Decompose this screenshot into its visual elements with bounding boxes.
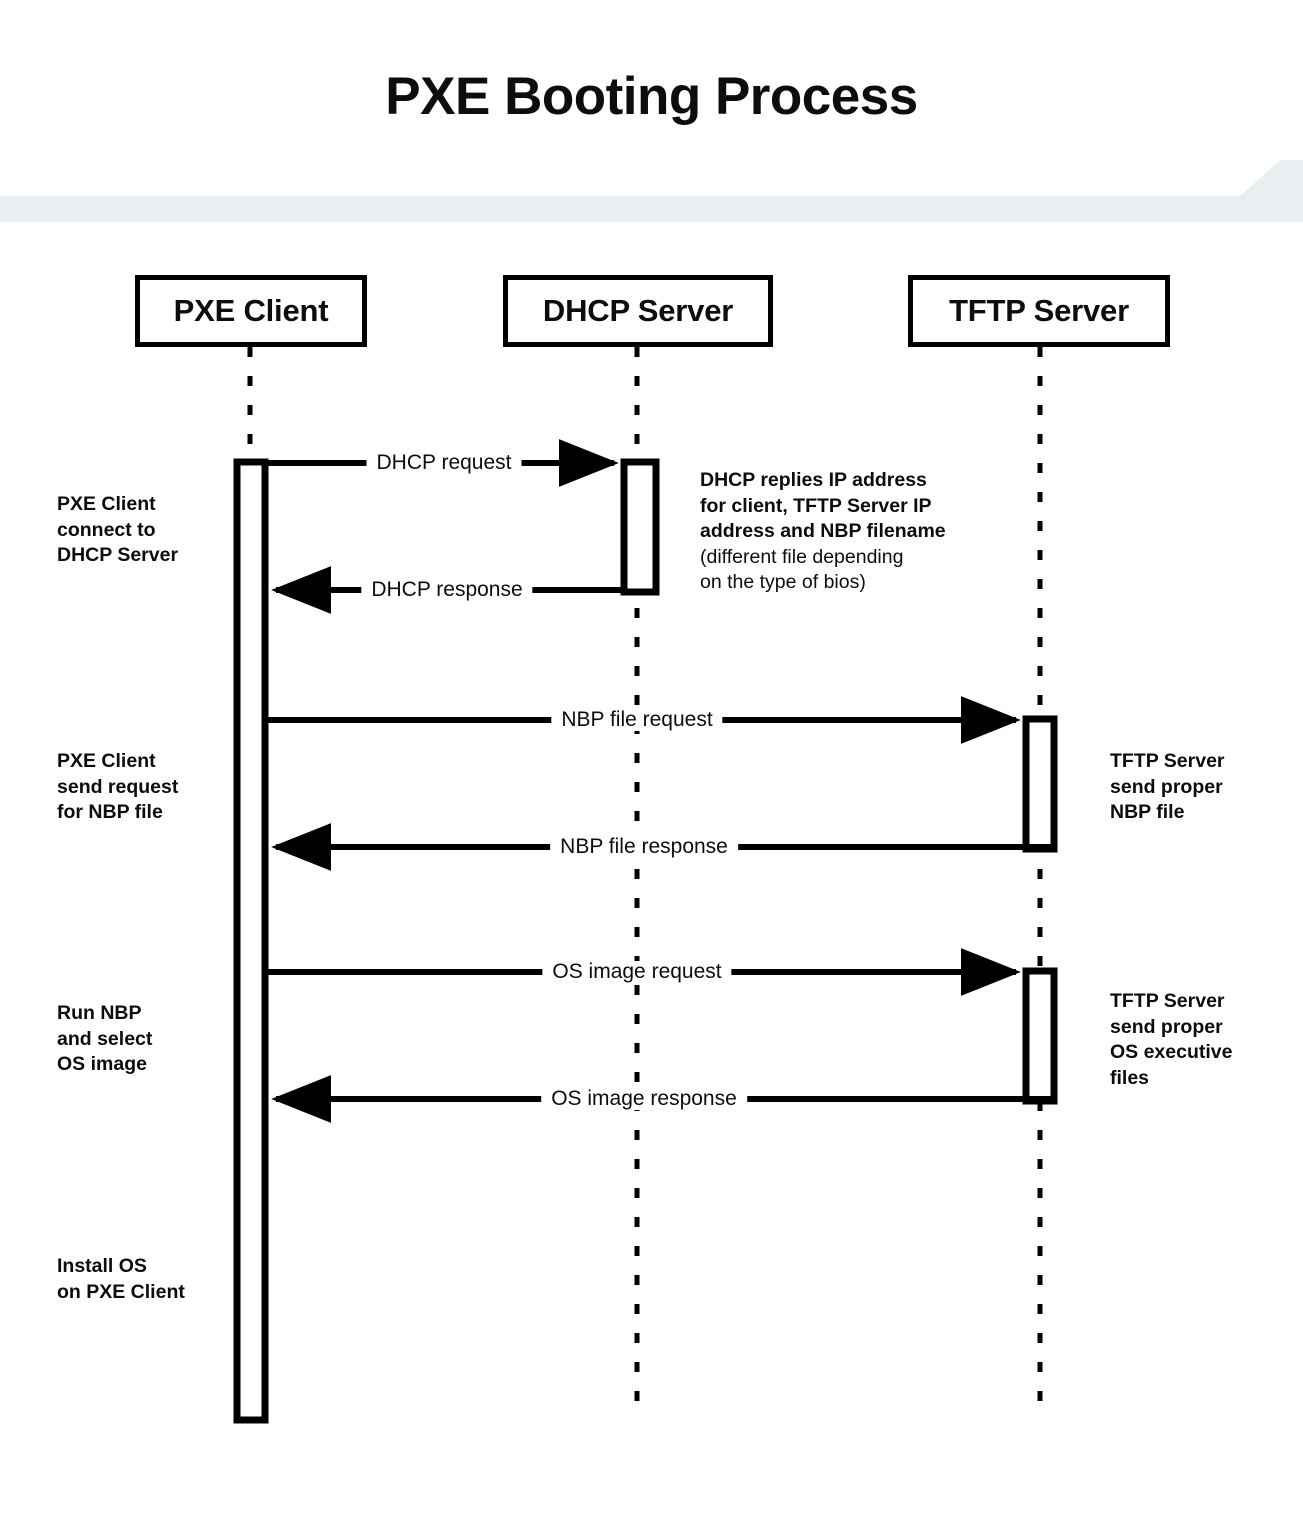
note-run-nbp-select-os: Run NBP and select OS image bbox=[57, 1002, 153, 1075]
note-pxe-client-request-nbp: PXE Client send request for NBP file bbox=[57, 750, 179, 823]
activation-pxe-client bbox=[233, 458, 269, 1424]
page-title: PXE Booting Process bbox=[385, 67, 918, 126]
participant-label-pxe-client: PXE Client bbox=[173, 293, 329, 328]
message-label-nbp-file-response: NBP file response bbox=[550, 836, 738, 858]
message-label-nbp-file-request: NBP file request bbox=[551, 709, 723, 731]
message-label-dhcp-response: DHCP response bbox=[361, 579, 533, 601]
message-label-os-image-response: OS image response bbox=[541, 1088, 747, 1110]
note-dhcp-replies-bold: DHCP replies IP address for client, TFTP… bbox=[700, 469, 946, 542]
message-label-dhcp-request: DHCP request bbox=[366, 452, 522, 474]
activation-dhcp-server bbox=[620, 458, 660, 596]
note-dhcp-replies-regular: (different file depending on the type of… bbox=[700, 545, 904, 594]
note-tftp-send-nbp-file: TFTP Server send proper NBP file bbox=[1110, 750, 1225, 823]
note-install-os-on-pxe-client: Install OS on PXE Client bbox=[57, 1255, 185, 1303]
activation-tftp-server-nbp bbox=[1022, 715, 1058, 853]
participant-pxe-client[interactable]: PXE Client bbox=[135, 275, 367, 347]
activation-tftp-server-os bbox=[1022, 967, 1058, 1105]
participant-label-tftp-server: TFTP Server bbox=[949, 293, 1129, 328]
message-label-os-image-request: OS image request bbox=[542, 961, 732, 983]
participant-label-dhcp-server: DHCP Server bbox=[542, 293, 734, 328]
participant-dhcp-server[interactable]: DHCP Server bbox=[503, 275, 773, 347]
activation-bars bbox=[233, 458, 1058, 1424]
note-dhcp-replies: DHCP replies IP address for client, TFTP… bbox=[700, 468, 946, 596]
participant-tftp-server[interactable]: TFTP Server bbox=[908, 275, 1170, 347]
note-tftp-send-os-files: TFTP Server send proper OS executive fil… bbox=[1110, 990, 1233, 1089]
note-pxe-client-connect-dhcp: PXE Client connect to DHCP Server bbox=[57, 493, 179, 566]
